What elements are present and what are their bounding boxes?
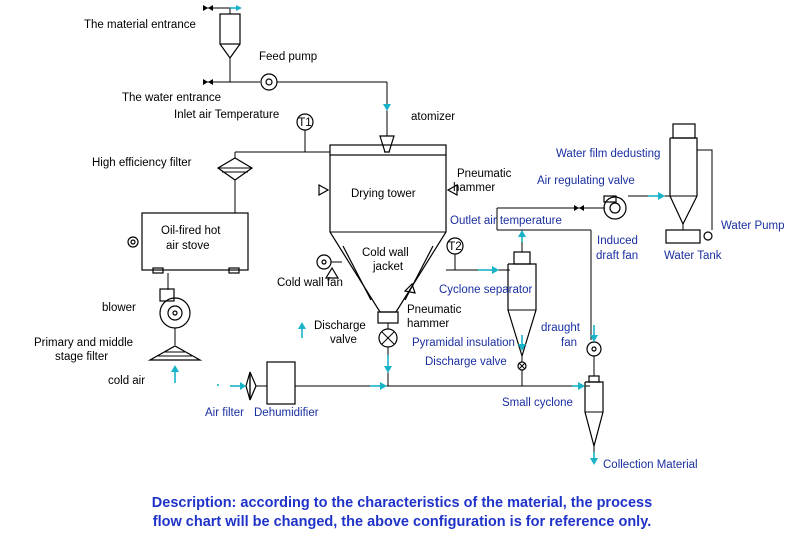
label-inlet-air-temperature: Inlet air Temperature: [174, 109, 279, 121]
label-primary-filter-1: Primary and middle: [34, 337, 133, 349]
label-draught-fan-1: draught: [541, 322, 581, 334]
label-atomizer: atomizer: [411, 111, 455, 123]
oil-fired-stove: [127, 212, 249, 290]
air-filter-icon: [245, 371, 267, 401]
draught-fan-icon: [586, 341, 602, 376]
label-air-filter: Air filter: [205, 407, 244, 419]
label-discharge-valve-cyclone: Discharge valve: [425, 356, 507, 368]
small-cyclone: [584, 375, 604, 452]
material-entrance-valve-icon: [203, 5, 213, 11]
water-tank: [665, 229, 701, 244]
label-high-efficiency-filter: High efficiency filter: [92, 157, 192, 169]
cyan-arrow-discharge: [384, 355, 392, 373]
air-regulating-valve-icon: [574, 205, 584, 211]
water-pump-icon: [703, 231, 713, 241]
label-pneumatic-hammer-bottom-1: Pneumatic: [407, 304, 462, 316]
label-oil-stove-1: Oil-fired hot: [161, 225, 221, 237]
label-water-tank: Water Tank: [664, 250, 722, 262]
label-discharge-valve-main-2: valve: [330, 334, 357, 346]
label-primary-filter-2: stage filter: [55, 351, 108, 363]
outlet-temperature-sensor: T2: [446, 237, 510, 271]
label-discharge-valve-main-1: Discharge: [314, 320, 366, 332]
feed-pump-icon: [260, 73, 391, 136]
label-cold-wall-fan: Cold wall fan: [277, 277, 343, 289]
cyan-arrow-cold-air: [171, 365, 179, 383]
label-pyramidal-insulation: Pyramidal insulation: [412, 337, 515, 349]
dehumidifier-unit: [266, 361, 590, 405]
description-line-1: Description: according to the characteri…: [151, 495, 653, 511]
label-pneumatic-hammer-bottom-2: hammer: [407, 318, 449, 330]
label-outlet-air-temperature: Outlet air temperature: [450, 215, 562, 227]
label-air-regulating-valve: Air regulating valve: [537, 175, 635, 187]
cyan-arrow-cyclone-top: [518, 230, 526, 242]
label-feed-pump: Feed pump: [259, 51, 317, 63]
label-material-entrance: The material entrance: [84, 19, 196, 31]
label-cold-wall-jacket-2: jacket: [372, 261, 404, 273]
label-dehumidifier: Dehumidifier: [254, 407, 319, 419]
label-small-cyclone: Small cyclone: [502, 397, 573, 409]
label-blower: blower: [102, 302, 136, 314]
label-water-film-dedusting: Water film dedusting: [556, 148, 660, 160]
label-induced-draft-fan-1: Induced: [597, 235, 638, 247]
induced-draft-fan-icon: [603, 195, 627, 220]
label-pneumatic-hammer-top-1: Pneumatic: [457, 168, 512, 180]
label-oil-stove-2: air stove: [166, 240, 209, 252]
label-cyclone-separator: Cyclone separator: [439, 284, 532, 296]
blower-icon: [159, 288, 191, 345]
high-efficiency-filter: [216, 151, 330, 213]
cyan-arrow-material-entrance: [230, 5, 242, 11]
feed-hopper: [203, 7, 241, 82]
cold-wall-fan-icon: [316, 254, 342, 270]
cyan-arrow-up-discharge: [298, 322, 306, 338]
primary-middle-filter: [147, 345, 203, 361]
water-film-dedusting: [669, 123, 713, 230]
label-cold-wall-jacket-1: Cold wall: [362, 247, 409, 259]
cyan-arrow-cyclone-bottom: [518, 335, 526, 351]
sensor-t2-label: T2: [448, 241, 461, 253]
label-pneumatic-hammer-top-2: hammer: [453, 182, 495, 194]
cyan-arrow-collection: [590, 452, 598, 465]
sensor-t1-label: T1: [298, 117, 311, 129]
description-note: Description: according to the characteri…: [0, 494, 804, 532]
cyan-arrow-to-dedusting: [648, 192, 665, 200]
inlet-temperature-sensor: T1: [296, 113, 314, 152]
label-draught-fan-2: fan: [561, 337, 577, 349]
cyan-arrow-draught: [590, 325, 598, 342]
label-cold-air: cold air: [108, 375, 145, 387]
cyclone-separator: [507, 230, 537, 386]
cyan-arrow-small-cyclone-in: [572, 382, 585, 390]
label-collection-material: Collection Material: [603, 459, 698, 471]
cyan-arrow-air-line: [370, 382, 387, 390]
label-water-entrance: The water entrance: [122, 92, 221, 104]
label-water-pump: Water Pump: [721, 220, 784, 232]
label-drying-tower: Drying tower: [351, 188, 416, 200]
label-induced-draft-fan-2: draft fan: [596, 250, 638, 262]
water-entrance-valve-icon: [203, 79, 260, 85]
main-discharge-valve: [377, 311, 399, 386]
description-line-2: flow chart will be changed, the above co…: [152, 514, 652, 530]
cyan-arrow-to-cyclone: [478, 266, 499, 274]
cyan-arrow-air-filter: [230, 382, 246, 390]
